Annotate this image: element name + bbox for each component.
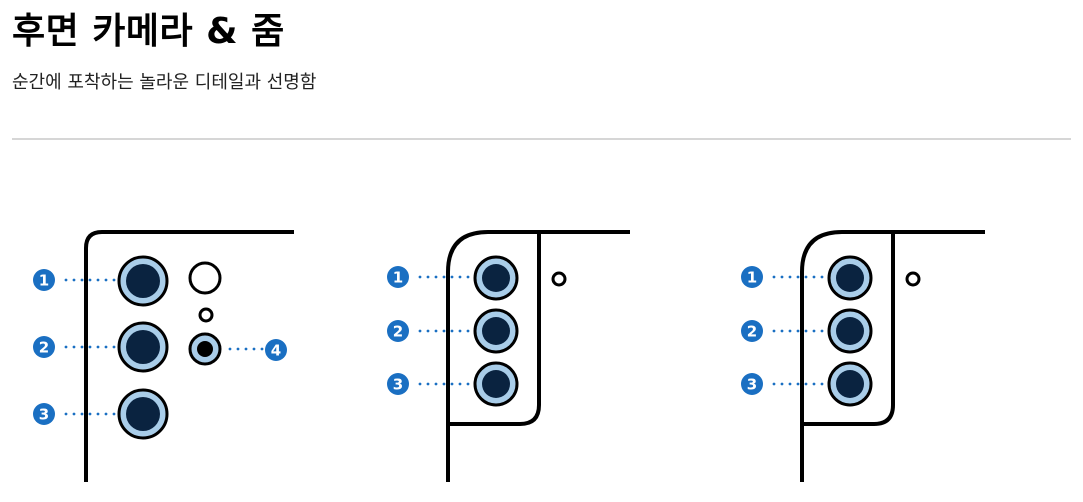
phone-3-lens-3 bbox=[827, 361, 873, 407]
phone-3-marker-3: 3 bbox=[741, 373, 763, 395]
phone-1-marker-1: 1 bbox=[33, 269, 55, 291]
svg-text:1: 1 bbox=[747, 269, 757, 287]
phone-3-camera-module bbox=[802, 232, 895, 426]
svg-text:2: 2 bbox=[393, 323, 403, 341]
phone-3-leaders bbox=[772, 275, 824, 386]
phone-3-lens-1 bbox=[827, 255, 873, 301]
phone-3-flash-icon bbox=[905, 271, 921, 287]
phone-3-marker-2: 2 bbox=[741, 320, 763, 342]
phone-2-marker-3: 3 bbox=[387, 373, 409, 395]
phone-3-marker-1: 1 bbox=[741, 266, 763, 288]
svg-text:3: 3 bbox=[39, 406, 49, 424]
phone-3-body-outline bbox=[800, 230, 985, 482]
phone-1-marker-2: 2 bbox=[33, 336, 55, 358]
phone-2-lens-2 bbox=[473, 308, 519, 354]
section-divider bbox=[12, 138, 1071, 140]
phone-1-lens-1 bbox=[117, 255, 169, 307]
phone-2-lens-1 bbox=[473, 255, 519, 301]
svg-text:2: 2 bbox=[747, 323, 757, 341]
svg-text:1: 1 bbox=[39, 272, 49, 290]
phone-1-marker-3: 3 bbox=[33, 403, 55, 425]
phone-2-camera-module bbox=[448, 232, 541, 426]
phone-2-flash-icon bbox=[551, 271, 567, 287]
svg-text:1: 1 bbox=[393, 269, 403, 287]
phone-1-flash-icon bbox=[188, 261, 222, 295]
phone-2-marker-2: 2 bbox=[387, 320, 409, 342]
phone-2-lens-3 bbox=[473, 361, 519, 407]
page-title: 후면 카메라 & 줌 bbox=[12, 11, 285, 52]
phone-1-lens-2 bbox=[117, 321, 169, 373]
svg-text:3: 3 bbox=[393, 376, 403, 394]
phone-1-lens-3 bbox=[117, 388, 169, 440]
phone-3-illustration: 1 2 3 bbox=[741, 230, 985, 482]
phone-1-illustration: 1 2 3 4 bbox=[33, 230, 294, 482]
svg-text:4: 4 bbox=[271, 342, 281, 360]
svg-text:3: 3 bbox=[747, 376, 757, 394]
phone-2-marker-1: 1 bbox=[387, 266, 409, 288]
phone-2-leaders bbox=[418, 275, 470, 386]
phone-1-mic-icon bbox=[198, 307, 214, 323]
phone-1-lens-4 bbox=[188, 332, 222, 366]
phone-2-body-outline bbox=[446, 230, 630, 482]
phone-3-lens-2 bbox=[827, 308, 873, 354]
svg-text:2: 2 bbox=[39, 339, 49, 357]
phone-1-marker-4: 4 bbox=[265, 339, 287, 361]
phone-1-leaders bbox=[64, 278, 264, 416]
page-subtitle: 순간에 포착하는 놀라운 디테일과 선명함 bbox=[12, 72, 317, 93]
phone-2-illustration: 1 2 3 bbox=[387, 230, 630, 482]
phone-1-body-outline bbox=[84, 230, 294, 482]
